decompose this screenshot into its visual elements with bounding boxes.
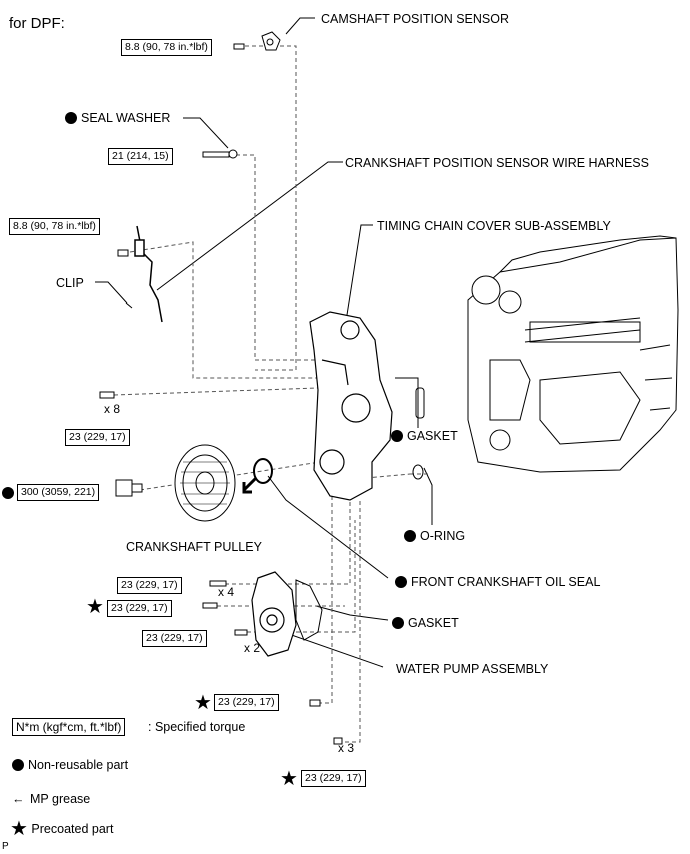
leader-timing-cover	[346, 224, 373, 316]
diagram-title: for DPF:	[9, 15, 65, 32]
label-o-ring: O-RING	[404, 529, 465, 543]
legend-torque-unit-box: N*m (kgf*cm, ft.*lbf)	[12, 718, 126, 736]
leader-crank-harness	[156, 161, 343, 291]
leader-o-ring	[423, 467, 433, 525]
non-reusable-icon	[395, 576, 407, 588]
torque-camshaft-bolt: 8.8 (90, 78 in.*lbf)	[121, 39, 212, 56]
label-front-oil-seal: FRONT CRANKSHAFT OIL SEAL	[395, 575, 600, 589]
label-gasket-lower: GASKET	[392, 616, 459, 630]
torque-pump-bolts-a: 23 (229, 17)	[117, 577, 182, 594]
label-crank-pulley: CRANKSHAFT PULLEY	[126, 540, 262, 554]
gasket-upper-drawing	[415, 387, 425, 419]
camshaft-sensor-drawing	[233, 31, 281, 51]
mp-grease-arrow-icon	[242, 476, 258, 494]
bolt-drawings	[99, 391, 343, 745]
leader-gasket-lower	[315, 605, 389, 621]
leader-front-oil-seal	[267, 475, 389, 579]
mp-grease-icon: ←	[12, 792, 25, 806]
torque-pump-bolts-b: 23 (229, 17)	[142, 630, 207, 647]
label-timing-cover: TIMING CHAIN COVER SUB-ASSEMBLY	[377, 219, 611, 233]
water-pump-drawing	[251, 571, 297, 657]
torque-lower-bolt-star: 23 (229, 17)	[214, 694, 279, 711]
engine-block-drawing	[467, 235, 679, 473]
o-ring-drawing	[412, 464, 424, 480]
torque-pulley-bolt: 300 (3059, 221)	[17, 484, 100, 501]
seal-washer-bolt-drawing	[202, 149, 238, 159]
leader-water-pump	[282, 631, 384, 668]
timing-cover-drawing	[309, 311, 393, 501]
non-reusable-icon	[2, 487, 14, 499]
label-seal-washer: SEAL WASHER	[65, 111, 170, 125]
legend-precoated: ★ Precoated part	[10, 818, 114, 840]
star-icon: ★	[10, 818, 28, 840]
torque-pump-bolt-star: 23 (229, 17)	[107, 600, 172, 617]
non-reusable-icon	[65, 112, 77, 124]
torque-bottom-bolt-star: 23 (229, 17)	[301, 770, 366, 787]
label-gasket-upper: GASKET	[391, 429, 458, 443]
leader-gasket-upper	[395, 377, 419, 428]
multiplier-pump-bolts-a: x 4	[218, 585, 235, 599]
leader-camshaft-sensor	[285, 17, 315, 35]
precoated-callout-a: ★	[86, 596, 104, 618]
non-reusable-icon	[392, 617, 404, 629]
torque-cover-bolts: 23 (229, 17)	[65, 429, 130, 446]
multiplier-pump-bolts-b: x 2	[244, 641, 261, 655]
torque-seal-washer-bolt: 21 (214, 15)	[108, 148, 173, 165]
multiplier-cover-bolts: x 8	[104, 402, 121, 416]
wire-harness-drawing	[117, 225, 163, 323]
oil-seal-drawing	[253, 458, 273, 484]
leader-clip	[95, 281, 128, 304]
pulley-bolt-drawing	[115, 479, 143, 497]
torque-harness-bolt: 8.8 (90, 78 in.*lbf)	[9, 218, 100, 235]
star-icon: ★	[86, 596, 104, 618]
label-camshaft-sensor: CAMSHAFT POSITION SENSOR	[321, 12, 509, 26]
non-reusable-icon	[12, 759, 24, 771]
legend-non-reusable: Non-reusable part	[12, 758, 128, 772]
gasket-lower-drawing	[295, 579, 323, 641]
label-clip: CLIP	[56, 276, 84, 290]
leader-seal-washer	[183, 117, 229, 149]
precoated-callout-b: ★	[194, 692, 212, 714]
label-water-pump: WATER PUMP ASSEMBLY	[396, 662, 549, 676]
precoated-callout-c: ★	[280, 768, 298, 790]
crankshaft-pulley-drawing	[174, 444, 236, 522]
star-icon: ★	[280, 768, 298, 790]
legend-mp-grease: ←MP grease	[12, 792, 91, 806]
legend-torque-desc: : Specified torque	[148, 720, 246, 734]
pulley-bolt-callout	[2, 486, 18, 500]
star-icon: ★	[194, 692, 212, 714]
multiplier-bottom-bolts: x 3	[338, 741, 355, 755]
corner-mark: P	[2, 841, 9, 852]
label-crank-harness: CRANKSHAFT POSITION SENSOR WIRE HARNESS	[345, 156, 649, 170]
non-reusable-icon	[391, 430, 403, 442]
non-reusable-icon	[404, 530, 416, 542]
